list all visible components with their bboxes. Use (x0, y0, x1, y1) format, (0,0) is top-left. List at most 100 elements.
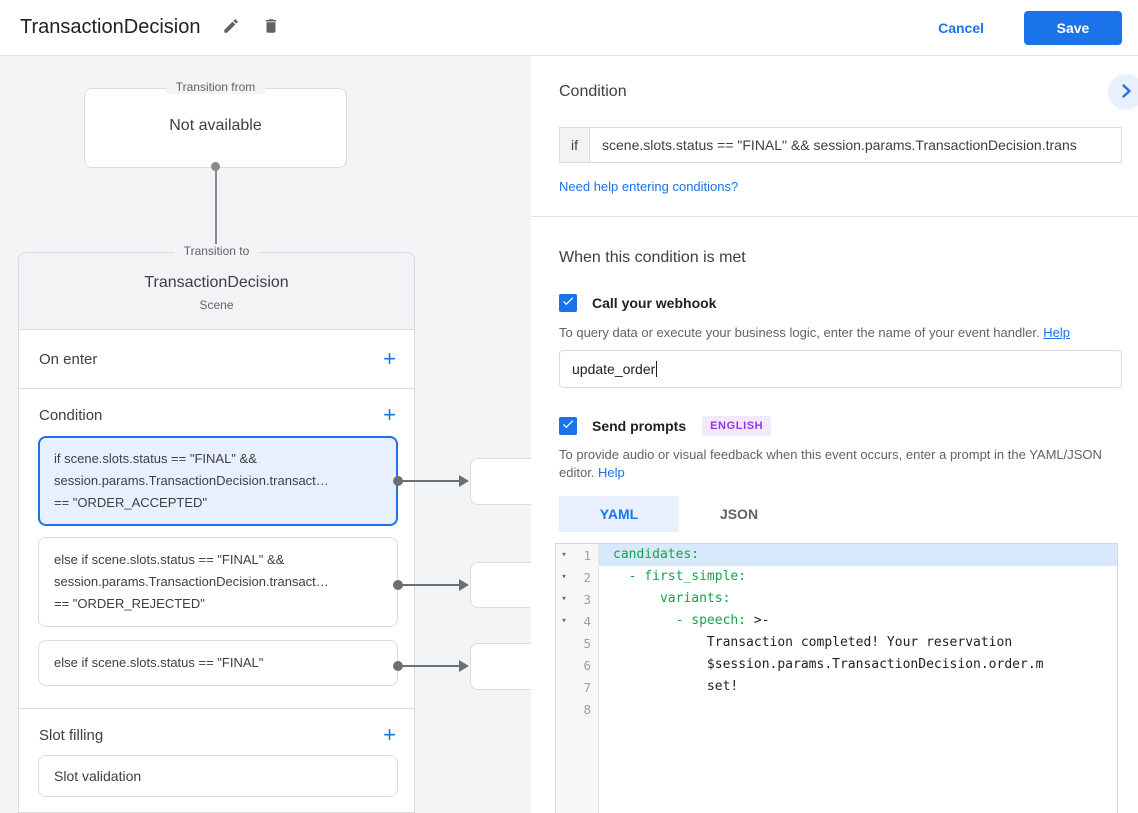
connector-arrowhead-icon (459, 475, 469, 487)
webhook-help-link[interactable]: Help (1043, 325, 1070, 340)
condition2-connector (393, 579, 471, 591)
condition-card-1[interactable]: if scene.slots.status == "FINAL" && sessi… (38, 436, 398, 526)
scene-name: TransactionDecision (144, 274, 289, 291)
yaml-text-token: Transaction completed! Your reservation (613, 635, 1013, 650)
condition-card-line: if scene.slots.status == "FINAL" && (54, 451, 257, 466)
fold-arrow-icon[interactable]: ▾ (561, 572, 567, 582)
line-number: 2 (583, 569, 591, 585)
add-condition-button[interactable]: + (383, 402, 396, 427)
editor-code-cell[interactable]: - speech: >- (599, 610, 1117, 632)
line-number: 1 (583, 547, 591, 563)
delete-scene-button[interactable] (254, 11, 288, 45)
collapse-panel-button[interactable] (1108, 74, 1138, 110)
pencil-icon (222, 17, 240, 38)
call-webhook-label: Call your webhook (592, 295, 717, 311)
send-prompts-checkbox[interactable] (559, 417, 577, 435)
yaml-text-token: $session.params.TransactionDecision.orde… (613, 657, 1044, 672)
line-number: 4 (583, 613, 591, 629)
condition3-connector (393, 660, 471, 672)
tab-yaml[interactable]: YAML (559, 496, 679, 532)
checkmark-icon (561, 294, 575, 313)
connector-arrowhead-icon (459, 660, 469, 672)
condition-expression-input[interactable]: scene.slots.status == "FINAL" && session… (602, 137, 1077, 153)
condition-card-line: == "ORDER_REJECTED" (54, 596, 205, 611)
connector-line (401, 665, 461, 667)
editor-gutter-cell: ▾1 (556, 544, 599, 566)
edit-scene-button[interactable] (214, 11, 248, 45)
connector-line (214, 168, 217, 276)
cancel-button[interactable]: Cancel (938, 19, 984, 36)
add-slot-button[interactable]: + (383, 722, 396, 747)
call-webhook-checkbox[interactable] (559, 294, 577, 312)
tab-json[interactable]: JSON (719, 506, 759, 522)
editor-line-3[interactable]: ▾3 variants: (556, 588, 1117, 610)
save-button[interactable]: Save (1024, 10, 1122, 45)
editor-line-5[interactable]: 5 Transaction completed! Your reservatio… (556, 632, 1117, 654)
webhook-helper-body: To query data or execute your business l… (559, 325, 1040, 340)
on-enter-section: On enter + (19, 330, 414, 389)
editor-empty-area[interactable] (556, 720, 1117, 813)
connector-arrowhead-icon (459, 579, 469, 591)
editor-code-cell[interactable]: variants: (599, 588, 1117, 610)
chevron-right-icon (1116, 81, 1136, 104)
fold-arrow-icon[interactable]: ▾ (561, 594, 567, 604)
fold-arrow-icon[interactable]: ▾ (561, 616, 567, 626)
condition-card-line: session.params.TransactionDecision.trans… (54, 473, 329, 488)
editor-line-2[interactable]: ▾2 - first_simple: (556, 566, 1117, 588)
editor-gutter-cell: 6 (556, 654, 599, 676)
transition-to-legend: Transition to (173, 244, 260, 258)
connector-dot (393, 476, 403, 486)
trash-icon (262, 17, 280, 38)
prompts-helper-text: To provide audio or visual feedback when… (559, 446, 1119, 482)
condition-card-2[interactable]: else if scene.slots.status == "FINAL" &&… (38, 537, 398, 627)
yaml-key-token: - first_simple: (613, 569, 747, 584)
editor-code-cell[interactable]: Transaction completed! Your reservation (599, 632, 1117, 654)
webhook-row: Call your webhook (559, 294, 1138, 312)
scene-type: Scene (199, 298, 234, 312)
add-on-enter-button[interactable]: + (383, 346, 396, 371)
line-number: 7 (583, 679, 591, 695)
scene-header: TransactionDecision Scene (19, 253, 414, 330)
editor-code-cell[interactable]: set! (599, 676, 1117, 698)
editor-line-6[interactable]: 6 $session.params.TransactionDecision.or… (556, 654, 1117, 676)
fold-arrow-icon[interactable]: ▾ (561, 550, 567, 560)
page-title: TransactionDecision (20, 16, 201, 38)
when-condition-title: When this condition is met (559, 249, 746, 266)
editor-gutter-cell: ▾2 (556, 566, 599, 588)
webhook-helper-text: To query data or execute your business l… (559, 324, 1119, 342)
condition-card-line: == "ORDER_ACCEPTED" (54, 495, 207, 510)
editor-code-cell[interactable]: candidates: (599, 544, 1117, 566)
connector-dot (393, 580, 403, 590)
yaml-text-token: >- (746, 613, 770, 628)
slot-filling-section-header: Slot filling + (19, 709, 414, 749)
condition-section-label: Condition (39, 406, 103, 424)
event-handler-input[interactable]: update_order (559, 350, 1122, 388)
editor-gutter-cell: ▾3 (556, 588, 599, 610)
if-prefix: if (560, 128, 590, 162)
editor-code-cell[interactable] (599, 698, 1117, 720)
editor-line-4[interactable]: ▾4 - speech: >- (556, 610, 1117, 632)
panel-title: Condition (559, 83, 627, 100)
editor-code-cell[interactable]: $session.params.TransactionDecision.orde… (599, 654, 1117, 676)
yaml-key-token: - speech: (613, 613, 747, 628)
editor-code-cell[interactable]: - first_simple: (599, 566, 1117, 588)
prompts-help-link[interactable]: Help (598, 465, 625, 480)
on-enter-label: On enter (39, 350, 98, 368)
slot-filling-label: Slot filling (39, 726, 104, 744)
condition1-connector (393, 475, 471, 487)
editor-gutter-cell: 8 (556, 698, 599, 720)
editor-line-8[interactable]: 8 (556, 698, 1117, 720)
transition-from-node: Transition from Not available (84, 80, 347, 168)
editor-line-7[interactable]: 7 set! (556, 676, 1117, 698)
condition-card-3[interactable]: else if scene.slots.status == "FINAL" (38, 640, 398, 686)
condition-detail-panel: Condition if scene.slots.status == "FINA… (531, 56, 1138, 813)
slot-validation-card[interactable]: Slot validation (38, 755, 398, 797)
transition-from-content: Not available (169, 117, 262, 134)
transition-from-legend: Transition from (165, 80, 266, 94)
editor-empty-code (599, 720, 1117, 813)
editor-gutter-cell: ▾4 (556, 610, 599, 632)
condition-card-line: else if scene.slots.status == "FINAL" (54, 655, 264, 670)
condition-help-link[interactable]: Need help entering conditions? (559, 179, 739, 194)
